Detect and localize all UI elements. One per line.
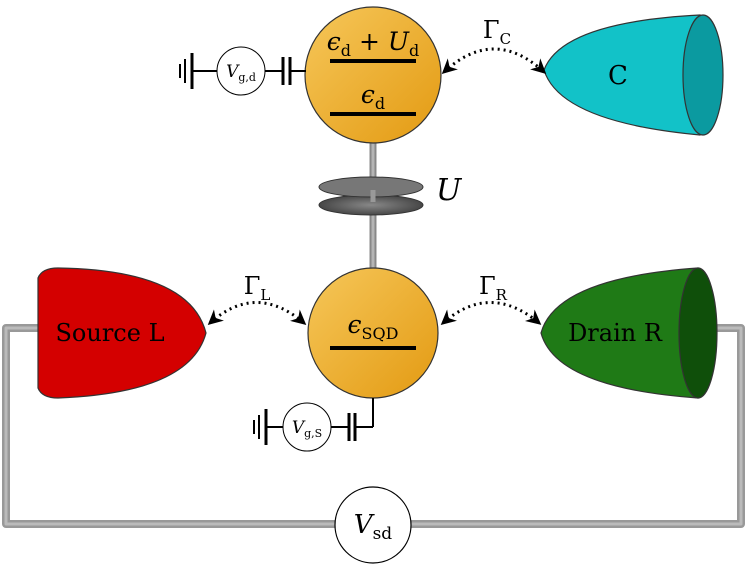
dot-sqd-level-label: ϵSQD: [348, 310, 399, 343]
drain-lead: Drain R: [540, 267, 718, 399]
dot-d-upper-level-label: ϵd + Ud: [327, 27, 419, 60]
gamma-c-coupling-arrow: [441, 47, 547, 75]
capacitor-icon: [281, 57, 292, 85]
lead-c-label: C: [608, 61, 628, 91]
gate-s-voltage-source: [282, 402, 332, 452]
bias-voltage-label: Vsd: [354, 510, 393, 544]
gate-s-circuit: Vg,S: [253, 398, 374, 452]
quantum-dot-d: [304, 6, 442, 144]
lead-c: C: [543, 14, 724, 136]
coupling-u-label: U: [436, 173, 463, 208]
gamma-l-coupling-arrow: [207, 301, 307, 325]
coupling-u-element: [318, 176, 424, 216]
source-label: Source L: [55, 319, 164, 347]
source-lead: Source L: [37, 267, 207, 399]
gamma-r-label: ΓR: [479, 272, 508, 304]
gate-d-circuit: Vg,d: [179, 46, 306, 96]
gate-s-voltage-label: Vg,S: [292, 418, 322, 440]
ground-icon: [253, 409, 268, 445]
capacitor-icon: [347, 413, 357, 441]
dot-d-lower-level-label: ϵd: [361, 80, 385, 113]
gate-d-voltage-source: [216, 46, 266, 96]
ground-icon: [179, 53, 194, 89]
gate-d-voltage-label: Vg,d: [226, 62, 256, 84]
gamma-l-label: ΓL: [244, 272, 271, 304]
bias-voltage-source: [334, 486, 412, 564]
drain-label: Drain R: [568, 319, 663, 347]
gamma-c-label: ΓC: [483, 16, 511, 48]
gamma-r-coupling-arrow: [440, 301, 542, 325]
